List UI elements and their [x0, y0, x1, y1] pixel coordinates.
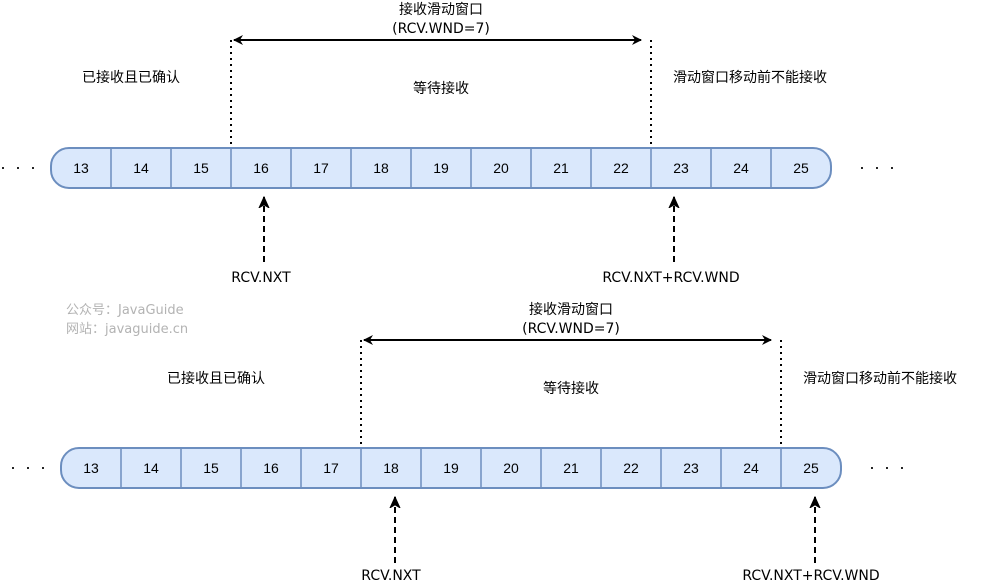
- ellipsis-left: · · ·: [10, 457, 48, 477]
- sequence-cell-19: 19: [433, 160, 449, 176]
- sequence-cell-18: 18: [383, 460, 399, 476]
- window-title: 接收滑动窗口: [529, 301, 613, 318]
- sequence-cell-22: 22: [613, 160, 629, 176]
- rcv-nxt-label: RCV.NXT: [361, 568, 421, 584]
- ellipsis-right: · · ·: [859, 157, 897, 177]
- sequence-cell-16: 16: [263, 460, 279, 476]
- sequence-cell-25: 25: [803, 460, 819, 476]
- sequence-cell-16: 16: [253, 160, 269, 176]
- rcv-nxt-wnd-label: RCV.NXT+RCV.WND: [742, 568, 879, 584]
- rcv-nxt-wnd-label: RCV.NXT+RCV.WND: [602, 270, 739, 286]
- sequence-bar: 13 14 15 16 17 18 19 20 21 22 23 24 25: [50, 147, 832, 189]
- sequence-bar-outline: [60, 447, 842, 489]
- cannot-receive-label: 滑动窗口移动前不能接收: [803, 370, 957, 387]
- sequence-cell-23: 23: [673, 160, 689, 176]
- sequence-cell-14: 14: [133, 160, 149, 176]
- sequence-cell-21: 21: [553, 160, 569, 176]
- waiting-receive-label: 等待接收: [543, 380, 599, 397]
- watermark-line-1: 公众号：JavaGuide: [66, 303, 184, 318]
- sequence-cell-15: 15: [203, 460, 219, 476]
- panel-1: 接收滑动窗口 (RCV.WND=7) 已接收且已确认 等待接收 滑动窗口移动前不…: [0, 1, 897, 286]
- sequence-cell-17: 17: [323, 460, 339, 476]
- sequence-cell-25: 25: [793, 160, 809, 176]
- sequence-cell-13: 13: [73, 160, 89, 176]
- window-title: 接收滑动窗口: [399, 1, 483, 18]
- sequence-bar-outline: [50, 147, 832, 189]
- sequence-cell-20: 20: [503, 460, 519, 476]
- rcv-nxt-label: RCV.NXT: [231, 270, 291, 286]
- waiting-receive-label: 等待接收: [413, 80, 469, 97]
- sequence-cell-24: 24: [743, 460, 759, 476]
- sequence-cell-14: 14: [143, 460, 159, 476]
- sequence-cell-19: 19: [443, 460, 459, 476]
- sequence-cell-17: 17: [313, 160, 329, 176]
- sequence-cell-24: 24: [733, 160, 749, 176]
- cannot-receive-label: 滑动窗口移动前不能接收: [673, 69, 827, 86]
- ellipsis-right: · · ·: [869, 457, 907, 477]
- sequence-cell-22: 22: [623, 460, 639, 476]
- panel-2: 接收滑动窗口 (RCV.WND=7) 已接收且已确认 等待接收 滑动窗口移动前不…: [10, 301, 957, 584]
- sequence-cell-21: 21: [563, 460, 579, 476]
- sequence-cell-15: 15: [193, 160, 209, 176]
- ellipsis-left: · · ·: [0, 157, 38, 177]
- sequence-cell-20: 20: [493, 160, 509, 176]
- window-size-label: (RCV.WND=7): [522, 321, 620, 337]
- received-acked-label: 已接收且已确认: [82, 69, 180, 86]
- received-acked-label: 已接收且已确认: [167, 370, 265, 387]
- sequence-cell-13: 13: [83, 460, 99, 476]
- sequence-cell-23: 23: [683, 460, 699, 476]
- sequence-cell-18: 18: [373, 160, 389, 176]
- sequence-bar: 13 14 15 16 17 18 19 20 21 22 23 24 25: [60, 447, 842, 489]
- window-size-label: (RCV.WND=7): [392, 21, 490, 37]
- watermark-line-2: 网站：javaguide.cn: [66, 322, 188, 337]
